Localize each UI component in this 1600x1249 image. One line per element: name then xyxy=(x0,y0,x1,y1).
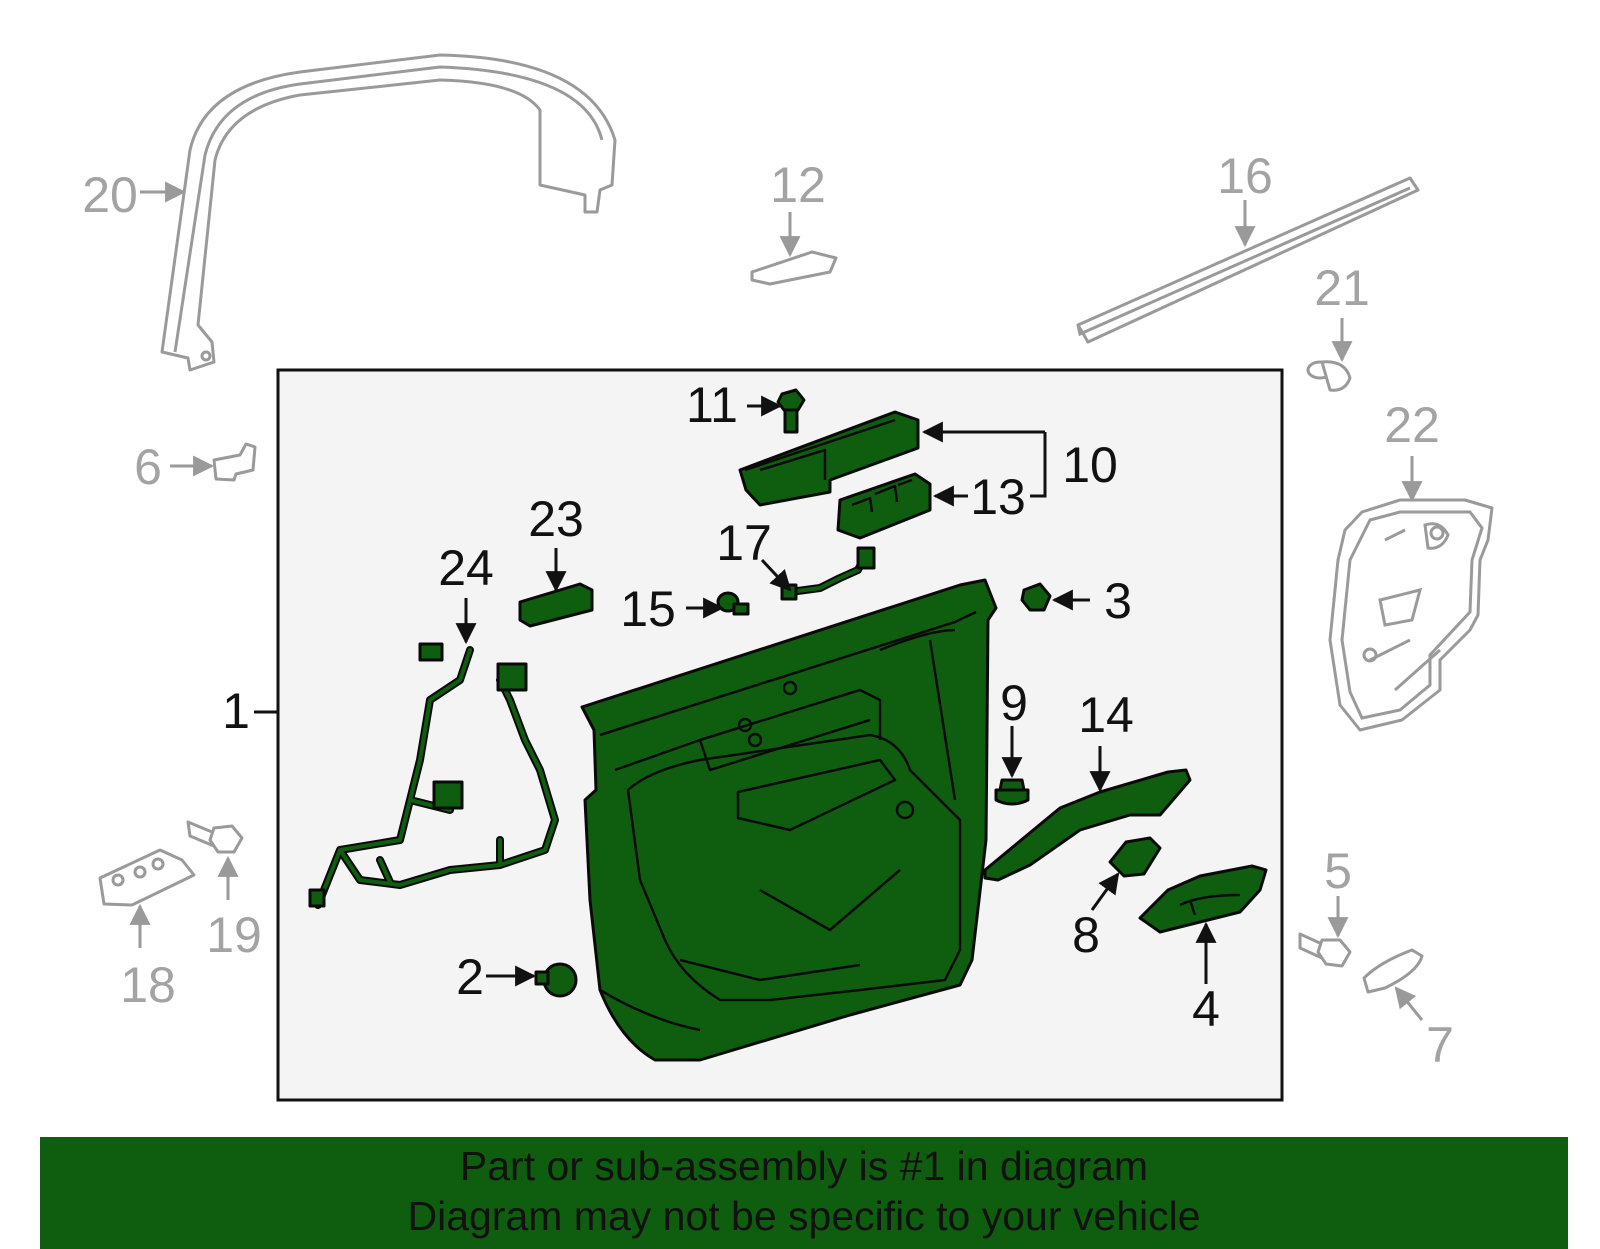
part-19-bolt xyxy=(186,820,244,854)
callout-3: 3 xyxy=(1104,573,1132,629)
part-3-pin xyxy=(1020,582,1052,612)
part-22-door-module xyxy=(1328,498,1494,732)
part-11-screw xyxy=(776,388,806,434)
callout-15: 15 xyxy=(620,581,676,637)
leader-arrows xyxy=(129,181,1424,1021)
callout-12: 12 xyxy=(770,157,826,213)
part-23-switch xyxy=(518,582,594,628)
callout-4: 4 xyxy=(1192,981,1220,1037)
part-13-window-switch xyxy=(836,472,932,540)
callout-17: 17 xyxy=(716,515,772,571)
part-8-handle-cover xyxy=(1108,836,1162,878)
part-4-inside-handle xyxy=(1138,864,1268,934)
part-21-push-pin xyxy=(1306,360,1352,392)
callout-5: 5 xyxy=(1324,843,1352,899)
callout-10: 10 xyxy=(1062,437,1118,493)
callout-7: 7 xyxy=(1426,1017,1454,1073)
callout-13: 13 xyxy=(970,469,1026,525)
callout-14: 14 xyxy=(1078,687,1134,743)
part-1-door-trim-panel xyxy=(580,578,998,1062)
callout-18: 18 xyxy=(120,957,176,1013)
part-7-cover xyxy=(1362,948,1424,994)
part-20-frame-molding xyxy=(160,53,617,372)
callout-11: 11 xyxy=(686,377,738,433)
callout-2: 2 xyxy=(456,949,484,1005)
part-16-belt-molding xyxy=(1076,176,1420,344)
banner-line-2: Diagram may not be specific to your vehi… xyxy=(407,1193,1201,1239)
part-5-bolt xyxy=(1298,932,1352,968)
part-12-clip xyxy=(750,250,838,286)
banner-line-1: Part or sub-assembly is #1 in diagram xyxy=(459,1143,1149,1189)
part-10-switch-bezel xyxy=(738,410,920,507)
part-9-retainer xyxy=(994,778,1030,806)
callout-6: 6 xyxy=(134,439,162,495)
callout-8: 8 xyxy=(1072,907,1100,963)
callout-23: 23 xyxy=(528,491,584,547)
callout-20: 20 xyxy=(82,167,138,223)
part-18-bracket xyxy=(98,848,196,907)
callout-19: 19 xyxy=(206,907,262,963)
callout-9: 9 xyxy=(1000,675,1028,731)
callout-24: 24 xyxy=(438,540,494,596)
callout-21: 21 xyxy=(1314,260,1370,316)
part-6-bracket xyxy=(212,442,257,482)
callout-16: 16 xyxy=(1217,148,1273,204)
part-24-wire-harness xyxy=(308,642,559,909)
callout-1: 1 xyxy=(222,683,250,739)
callout-22: 22 xyxy=(1384,397,1440,453)
info-banner: Part or sub-assembly is #1 in diagram Di… xyxy=(40,1137,1568,1249)
